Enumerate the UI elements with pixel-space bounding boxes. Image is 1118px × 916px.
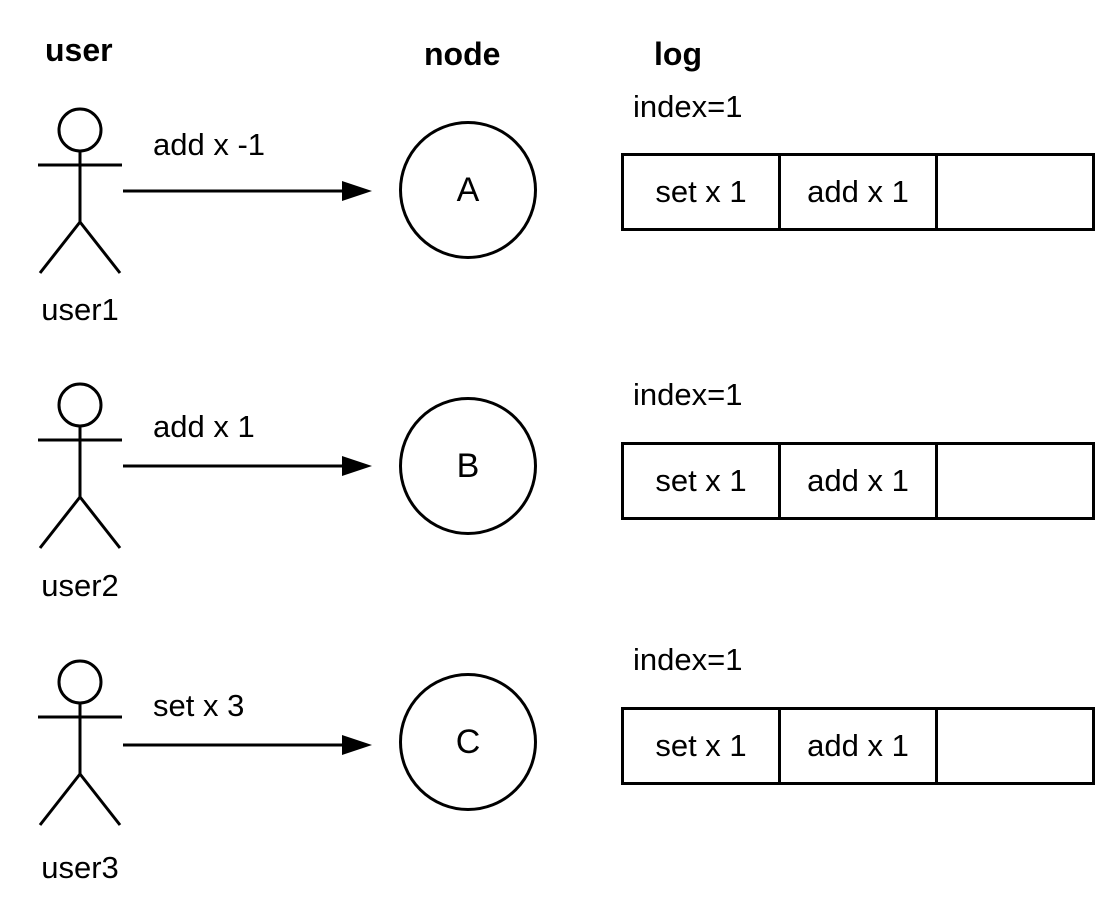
- user-name-label: user2: [41, 568, 119, 603]
- message-label: add x -1: [153, 127, 266, 162]
- stick-figure-icon: [38, 382, 122, 549]
- message-label: add x 1: [153, 409, 255, 444]
- log-table: set x 1 add x 1: [621, 707, 1095, 785]
- stick-figure-icon: [38, 107, 122, 274]
- log-cell: [938, 445, 1092, 517]
- column-header-node: node: [424, 36, 501, 72]
- log-cell: set x 1: [655, 463, 747, 498]
- message-arrow-icon: [123, 735, 372, 755]
- log-cell: [938, 156, 1092, 228]
- log-table: set x 1 add x 1: [621, 442, 1095, 520]
- user-name-label: user3: [41, 850, 119, 885]
- user-name-label: user1: [41, 292, 119, 327]
- log-cell: add x 1: [778, 156, 938, 228]
- message-arrow-icon: [123, 456, 372, 476]
- log-cell: add x 1: [778, 445, 938, 517]
- log-index-label: index=1: [633, 377, 743, 412]
- log-cell: add x 1: [778, 710, 938, 782]
- node-circle: A: [399, 121, 537, 259]
- log-cell: [938, 710, 1092, 782]
- log-index-label: index=1: [633, 642, 743, 677]
- node-circle: C: [399, 673, 537, 811]
- log-table: set x 1 add x 1: [621, 153, 1095, 231]
- log-cell: set x 1: [655, 174, 747, 209]
- log-cell: set x 1: [655, 728, 747, 763]
- message-label: set x 3: [153, 688, 245, 723]
- stick-figure-icon: [38, 659, 122, 826]
- node-label: A: [456, 170, 480, 209]
- log-index-label: index=1: [633, 89, 743, 124]
- message-arrow-icon: [123, 181, 372, 201]
- column-header-log: log: [654, 36, 702, 72]
- column-header-user: user: [45, 32, 113, 68]
- node-label: B: [456, 446, 480, 485]
- node-label: C: [455, 722, 481, 761]
- node-circle: B: [399, 397, 537, 535]
